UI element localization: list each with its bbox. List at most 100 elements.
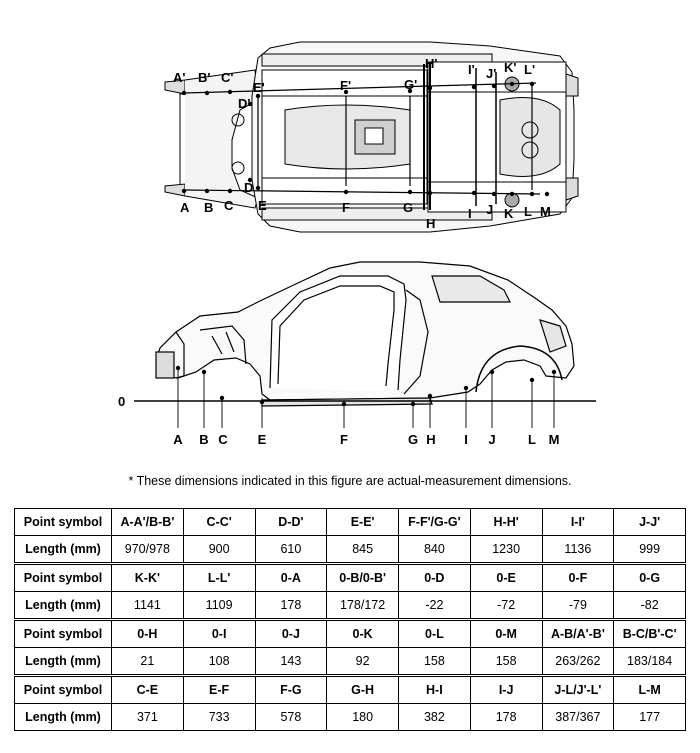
row-header: Length (mm) xyxy=(14,703,112,731)
point-symbol-cell: F-G xyxy=(254,674,328,704)
row-header: Point symbol xyxy=(14,618,112,648)
reference-lines xyxy=(177,368,555,428)
point-symbol-cell: G-H xyxy=(326,674,399,704)
table-row: Length (mm) 970/978 900 610 845 840 1230… xyxy=(14,535,686,564)
point-label: I' xyxy=(468,62,475,77)
axis-label: A xyxy=(173,432,183,447)
point-label: I xyxy=(468,206,472,221)
point-label: L xyxy=(524,204,532,219)
point-label: D' xyxy=(238,96,250,111)
length-cell: 108 xyxy=(182,647,256,676)
point-label: G xyxy=(403,200,413,215)
underbody-plan-view xyxy=(164,41,579,233)
length-cell: 177 xyxy=(613,703,686,731)
point-label: E xyxy=(258,198,267,213)
rear-point-labels: A B C D E F G H I J K L M xyxy=(180,180,551,231)
length-cell: 1136 xyxy=(541,535,615,564)
point-label: J' xyxy=(486,66,496,81)
length-cell: 178/172 xyxy=(326,591,399,620)
point-symbol-cell: B-C/B'-C' xyxy=(613,618,686,648)
length-cell: 610 xyxy=(254,535,328,564)
length-cell: -72 xyxy=(469,591,543,620)
point-symbol-cell: 0-K xyxy=(326,618,399,648)
point-label: D xyxy=(244,180,253,195)
length-cell: 92 xyxy=(326,647,399,676)
point-symbol-cell: 0-I xyxy=(182,618,256,648)
point-symbol-cell: C-E xyxy=(111,674,184,704)
point-symbol-cell: D-D' xyxy=(254,508,328,536)
length-cell: 387/367 xyxy=(541,703,615,731)
point-label: K' xyxy=(504,60,516,75)
point-label: C xyxy=(224,198,234,213)
body-dimension-figure: A' B' C' D' E' F' G' H' I' J' K' L' A B … xyxy=(118,41,596,447)
table-row: Length (mm) 21 108 143 92 158 158 263/26… xyxy=(14,647,686,676)
length-cell: 733 xyxy=(182,703,256,731)
row-header: Point symbol xyxy=(14,562,112,592)
point-label: G' xyxy=(404,77,417,92)
row-header: Point symbol xyxy=(14,674,112,704)
point-symbol-cell: 0-H xyxy=(111,618,184,648)
point-symbol-cell: 0-M xyxy=(469,618,543,648)
length-cell: -82 xyxy=(613,591,686,620)
point-symbol-cell: 0-J xyxy=(254,618,328,648)
point-symbol-cell: I-I' xyxy=(541,508,615,536)
length-cell: 158 xyxy=(469,647,543,676)
axis-label: G xyxy=(408,432,418,447)
length-cell: 21 xyxy=(111,647,184,676)
length-cell: 840 xyxy=(398,535,471,564)
measurement-note: * These dimensions indicated in this fig… xyxy=(128,474,572,488)
point-label: L' xyxy=(524,62,535,77)
datum-line: 0 xyxy=(118,394,596,409)
point-symbol-cell: 0-F xyxy=(541,562,615,592)
length-cell: -79 xyxy=(541,591,615,620)
length-cell: 999 xyxy=(613,535,686,564)
point-symbol-cell: C-C' xyxy=(182,508,256,536)
table-row: Point symbol A-A'/B-B' C-C' D-D' E-E' F-… xyxy=(14,508,686,536)
axis-label: E xyxy=(258,432,267,447)
body-side-view xyxy=(155,261,575,407)
datum-zero-label: 0 xyxy=(118,394,125,409)
length-cell: 143 xyxy=(254,647,328,676)
point-symbol-cell: 0-A xyxy=(254,562,328,592)
row-header: Length (mm) xyxy=(14,591,112,620)
reference-points xyxy=(175,365,557,407)
table-row: Length (mm) 1141 1109 178 178/172 -22 -7… xyxy=(14,591,686,620)
point-symbol-cell: A-A'/B-B' xyxy=(111,508,184,536)
point-symbol-cell: 0-G xyxy=(613,562,686,592)
front-point-labels: A' B' C' D' E' F' G' H' I' J' K' L' xyxy=(173,56,535,111)
axis-label: I xyxy=(464,432,468,447)
point-symbol-cell: J-J' xyxy=(613,508,686,536)
side-axis-labels: A B C E F G H I J L M xyxy=(173,432,559,447)
point-label: H xyxy=(426,216,435,231)
point-symbol-cell: E-E' xyxy=(326,508,399,536)
length-cell: 578 xyxy=(254,703,328,731)
point-symbol-cell: 0-D xyxy=(398,562,471,592)
point-label: A' xyxy=(173,70,185,85)
point-symbol-cell: H-I xyxy=(398,674,471,704)
point-symbol-cell: F-F'/G-G' xyxy=(398,508,471,536)
point-symbol-cell: K-K' xyxy=(111,562,184,592)
point-symbol-cell: A-B/A'-B' xyxy=(541,618,615,648)
point-symbol-cell: I-J xyxy=(469,674,543,704)
axis-label: F xyxy=(340,432,348,447)
point-label: M xyxy=(540,204,551,219)
length-cell: 1141 xyxy=(111,591,184,620)
point-label: C' xyxy=(221,70,233,85)
point-symbol-cell: L-M xyxy=(613,674,686,704)
table-row: Point symbol C-E E-F F-G G-H H-I I-J J-L… xyxy=(14,674,686,704)
point-label: H' xyxy=(425,56,437,71)
point-label: F xyxy=(342,200,350,215)
length-cell: 263/262 xyxy=(541,647,615,676)
point-symbol-cell: 0-L xyxy=(398,618,471,648)
axis-label: C xyxy=(218,432,228,447)
row-header: Length (mm) xyxy=(14,535,112,564)
axis-label: H xyxy=(426,432,435,447)
length-cell: 1109 xyxy=(182,591,256,620)
point-label: J xyxy=(486,202,493,217)
point-label: B' xyxy=(198,70,210,85)
table-row: Point symbol K-K' L-L' 0-A 0-B/0-B' 0-D … xyxy=(14,562,686,592)
length-cell: 845 xyxy=(326,535,399,564)
point-label: A xyxy=(180,200,190,215)
point-label: F' xyxy=(340,78,351,93)
dimension-table: Point symbol A-A'/B-B' C-C' D-D' E-E' F-… xyxy=(14,508,686,731)
